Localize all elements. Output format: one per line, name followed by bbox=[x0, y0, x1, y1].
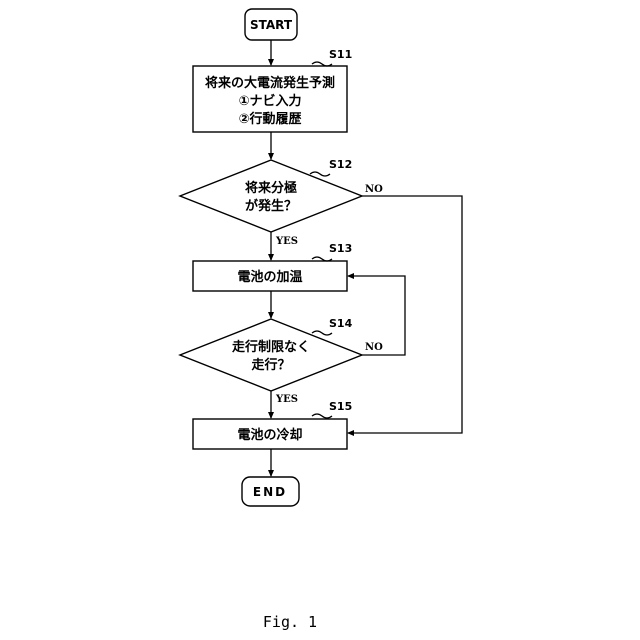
s12-line-2: が発生？ bbox=[245, 198, 297, 214]
end-label: END bbox=[253, 485, 287, 499]
s11-line-3: ②行動履歴 bbox=[238, 111, 301, 127]
s14-label-leader bbox=[312, 331, 332, 335]
s15-label-leader bbox=[312, 414, 332, 418]
s14-yes-label: YES bbox=[275, 394, 298, 405]
s12-step-label: S12 bbox=[329, 158, 352, 171]
s13-line-1: 電池の加温 bbox=[237, 269, 302, 285]
s14-step-label: S14 bbox=[329, 317, 353, 330]
s11-line-2: ①ナビ入力 bbox=[238, 93, 301, 109]
step-s13-box: 電池の加温 bbox=[193, 261, 347, 291]
s15-line-1: 電池の冷却 bbox=[237, 427, 302, 443]
s11-line-1: 将来の大電流発生予測 bbox=[205, 75, 335, 91]
s14-line-2: 走行？ bbox=[251, 357, 290, 373]
s12-yes-label: YES bbox=[275, 236, 298, 247]
s11-step-label: S11 bbox=[329, 48, 352, 61]
s12-no-label: NO bbox=[365, 184, 383, 195]
figure-caption: Fig. 1 bbox=[263, 613, 317, 631]
s12-line-1: 将来分極 bbox=[245, 180, 297, 196]
step-s11-box: 将来の大電流発生予測 ①ナビ入力 ②行動履歴 bbox=[193, 66, 347, 132]
end-terminal: END bbox=[242, 477, 299, 506]
step-s15-box: 電池の冷却 bbox=[193, 419, 347, 449]
s12-label-leader bbox=[310, 172, 330, 176]
s14-no-label: NO bbox=[365, 342, 383, 353]
s14-line-1: 走行制限なく bbox=[232, 339, 310, 355]
start-terminal: START bbox=[245, 9, 297, 40]
s15-step-label: S15 bbox=[329, 400, 352, 413]
s13-step-label: S13 bbox=[329, 242, 352, 255]
start-label: START bbox=[250, 18, 293, 32]
